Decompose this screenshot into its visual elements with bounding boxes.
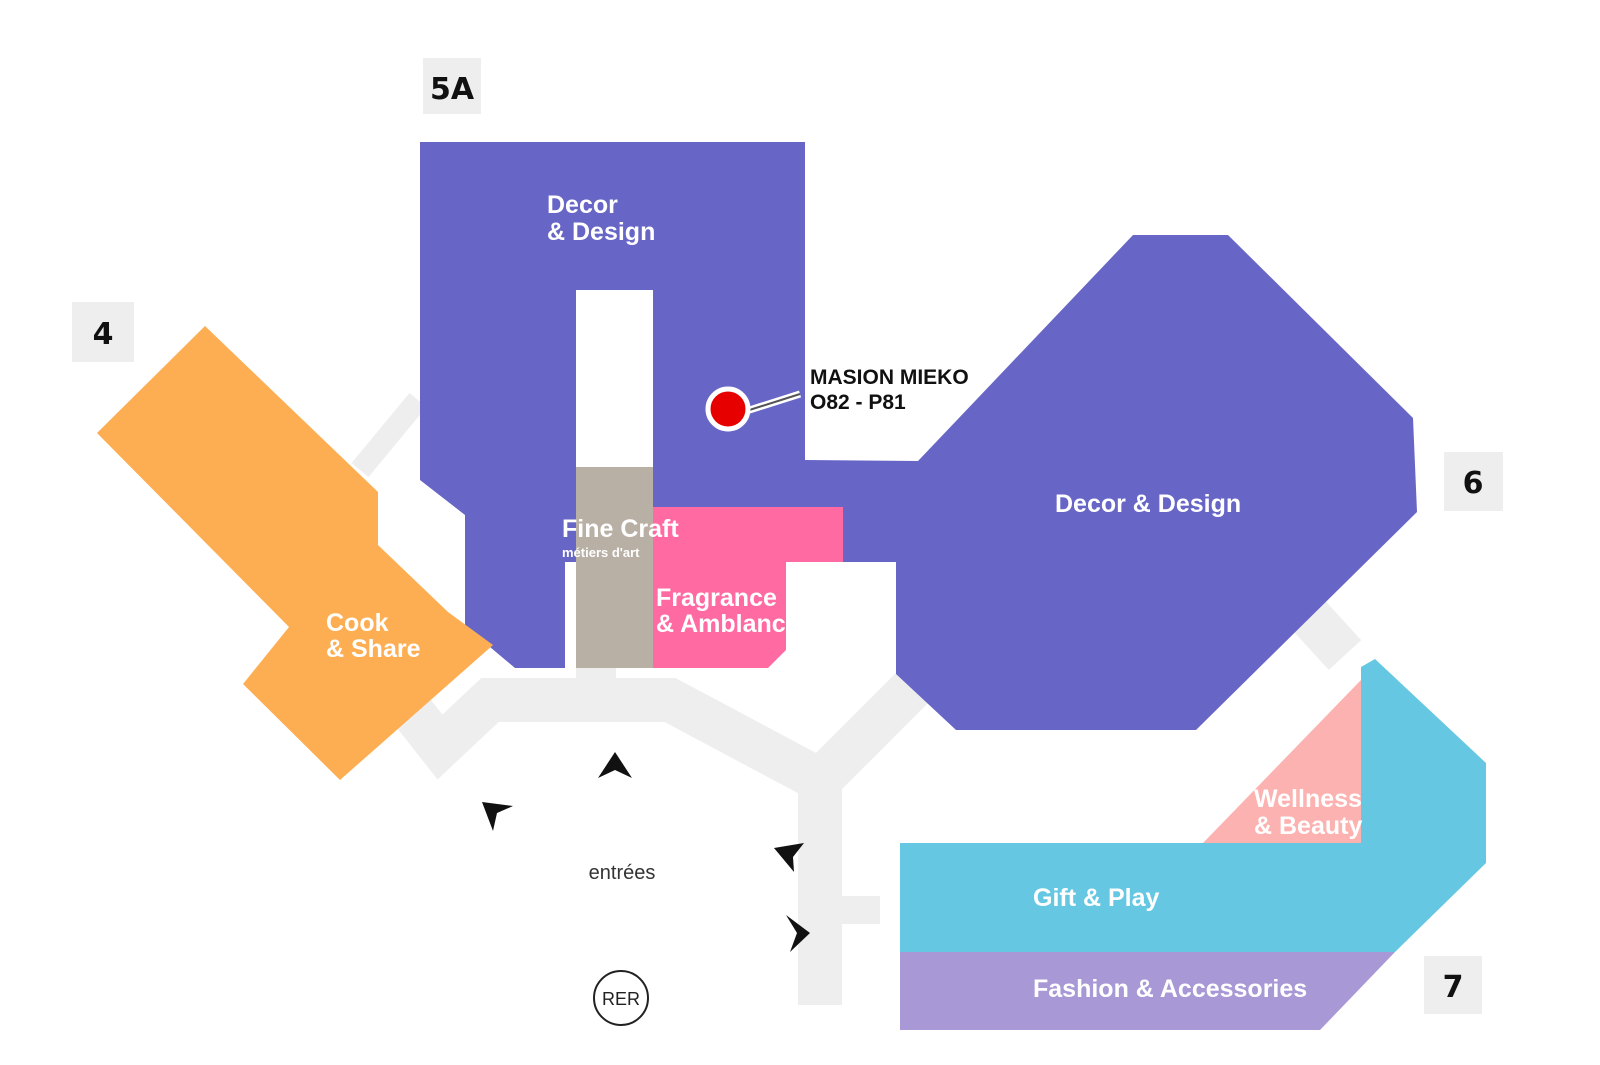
label-fragrance-line1: Fragrance bbox=[656, 584, 777, 612]
label-fine-craft: Fine Craft bbox=[562, 515, 679, 543]
hall-badge-5a-bg bbox=[423, 58, 481, 114]
hall-badge-5a: 5A bbox=[423, 58, 481, 114]
entrance-arrow-icon bbox=[482, 802, 513, 831]
label-decor-design-5a-line1: Decor bbox=[547, 191, 618, 219]
hall-badge-4: 4 bbox=[72, 302, 134, 362]
label-fine-craft-sub: métiers d'art bbox=[562, 545, 640, 560]
label-wellness-line2: & Beauty bbox=[1254, 812, 1362, 840]
label-cook-share-line2: & Share bbox=[326, 635, 421, 663]
zone-wellness-beauty[interactable] bbox=[1203, 680, 1361, 843]
marker-stand-number: O82 - P81 bbox=[810, 391, 906, 414]
walkway-main bbox=[377, 676, 842, 1005]
hall-label-6: 6 bbox=[1463, 466, 1484, 501]
label-cook-share-line1: Cook bbox=[326, 609, 389, 637]
hall-badge-6: 6 bbox=[1444, 452, 1503, 511]
hall-label-5a: 5A bbox=[430, 72, 475, 107]
marker-exhibitor-name: MASION MIEKO bbox=[810, 366, 969, 389]
hall-badge-7-bg bbox=[1424, 956, 1482, 1014]
rer-station-icon: RER bbox=[593, 970, 649, 1026]
zone-fine-craft[interactable] bbox=[576, 467, 653, 668]
zone-fashion-accessories[interactable] bbox=[900, 952, 1395, 1030]
zone-decor-design-5a-opening bbox=[576, 290, 653, 467]
hall-label-7: 7 bbox=[1443, 970, 1464, 1005]
walkway-left bbox=[351, 392, 427, 478]
entrance-arrow-icon bbox=[598, 752, 632, 778]
hall-label-4: 4 bbox=[93, 317, 114, 352]
zone-decor-design-6[interactable] bbox=[896, 235, 1417, 730]
zone-gift-play[interactable] bbox=[900, 659, 1486, 952]
label-fragrance-line2: & Amblance bbox=[656, 610, 800, 638]
rer-circle bbox=[593, 970, 649, 1026]
hall-badge-4-bg bbox=[72, 302, 134, 362]
label-wellness-line1: Wellness bbox=[1254, 785, 1362, 813]
location-marker-pin bbox=[705, 386, 751, 432]
location-marker[interactable] bbox=[705, 386, 802, 432]
label-decor-design-6: Decor & Design bbox=[1055, 490, 1241, 518]
hall-badge-7: 7 bbox=[1424, 956, 1482, 1014]
label-decor-design-5a-line2: & Design bbox=[547, 218, 655, 246]
rer-label: RER bbox=[602, 989, 640, 1009]
walkway-upper-right bbox=[804, 669, 931, 796]
entrances-label: entrées bbox=[589, 862, 656, 884]
hall-badge-6-bg bbox=[1444, 452, 1503, 511]
zone-fragrance-ambiance[interactable] bbox=[653, 507, 843, 668]
label-fashion-accessories: Fashion & Accessories bbox=[1033, 975, 1307, 1003]
label-gift-play: Gift & Play bbox=[1033, 884, 1160, 912]
entrance-arrow-icon bbox=[786, 915, 810, 952]
zone-cook-share[interactable] bbox=[97, 326, 493, 780]
entrance-arrow-icon bbox=[774, 843, 804, 872]
